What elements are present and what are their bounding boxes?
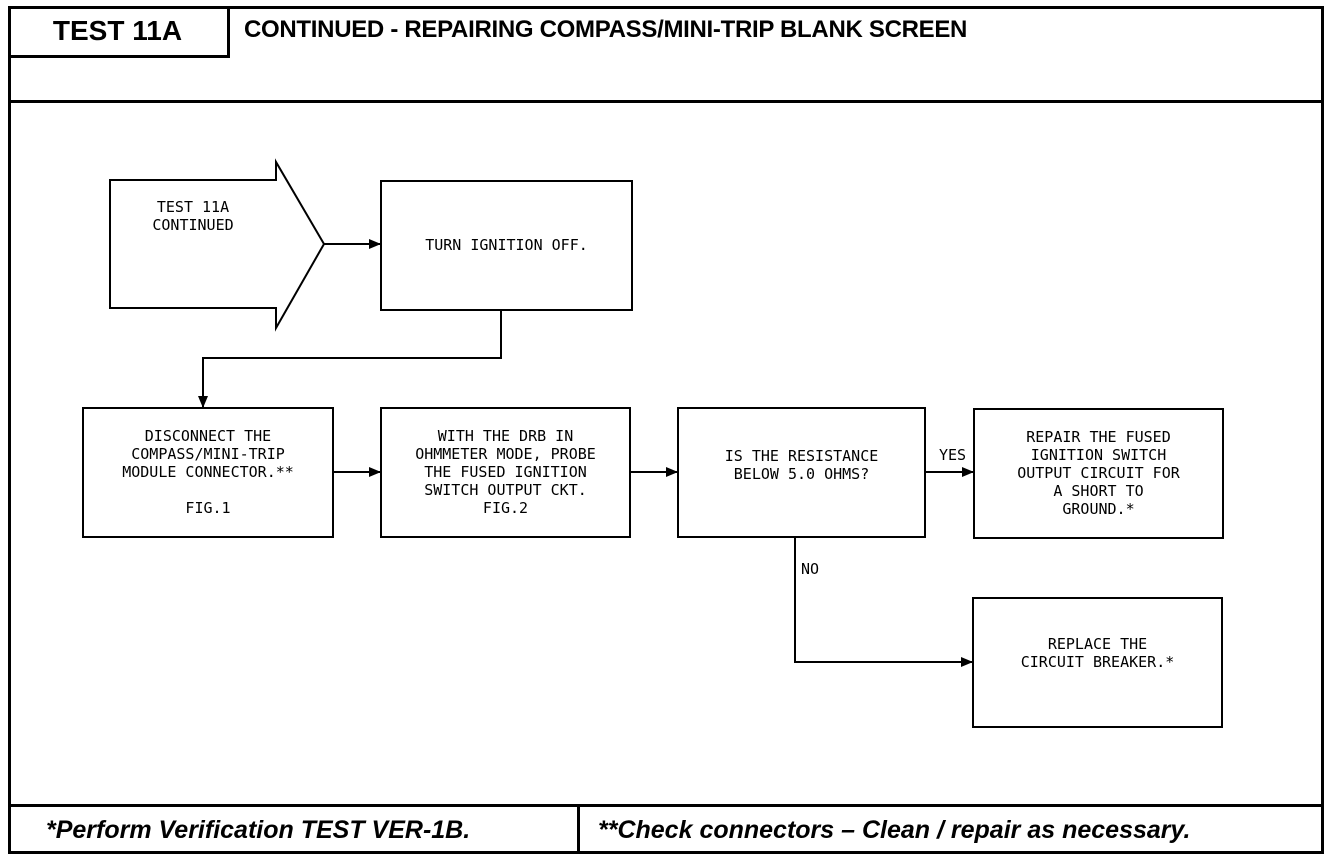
result-replace-box: REPLACE THE CIRCUIT BREAKER.* (972, 597, 1223, 728)
test-id-label: TEST 11A (8, 6, 230, 58)
footer-divider (8, 804, 1324, 807)
result-repair-box: REPAIR THE FUSED IGNITION SWITCH OUTPUT … (973, 408, 1224, 539)
no-branch-label: NO (801, 560, 820, 578)
step-probe-text: WITH THE DRB IN OHMMETER MODE, PROBE THE… (415, 427, 596, 517)
entry-label: TEST 11A CONTINUED (152, 198, 234, 234)
connector-decision-to-replace (794, 538, 973, 667)
step-disconnect-box: DISCONNECT THE COMPASS/MINI-TRIP MODULE … (82, 407, 334, 538)
result-repair-text: REPAIR THE FUSED IGNITION SWITCH OUTPUT … (1017, 428, 1180, 518)
header-divider (8, 100, 1324, 103)
result-replace-text: REPLACE THE CIRCUIT BREAKER.* (1020, 635, 1175, 671)
entry-arrow-shape (109, 158, 326, 332)
footer-connector-note: **Check connectors – Clean / repair as n… (598, 816, 1191, 844)
footer-split (577, 804, 580, 854)
step-ignition-off-text: TURN IGNITION OFF. (425, 236, 588, 254)
footer-verification-note: *Perform Verification TEST VER-1B. (46, 816, 471, 844)
decision-resistance-text: IS THE RESISTANCE BELOW 5.0 OHMS? (724, 447, 879, 483)
page-title: CONTINUED - REPAIRING COMPASS/MINI-TRIP … (244, 16, 968, 43)
step-disconnect-text: DISCONNECT THE COMPASS/MINI-TRIP MODULE … (122, 427, 294, 517)
step-ignition-off-box: TURN IGNITION OFF. (380, 180, 633, 311)
yes-branch-label: YES (939, 446, 967, 464)
decision-resistance-box: IS THE RESISTANCE BELOW 5.0 OHMS? (677, 407, 926, 538)
connector-ignition-to-disconnect (198, 311, 502, 408)
page-frame (8, 6, 1324, 854)
step-probe-box: WITH THE DRB IN OHMMETER MODE, PROBE THE… (380, 407, 631, 538)
